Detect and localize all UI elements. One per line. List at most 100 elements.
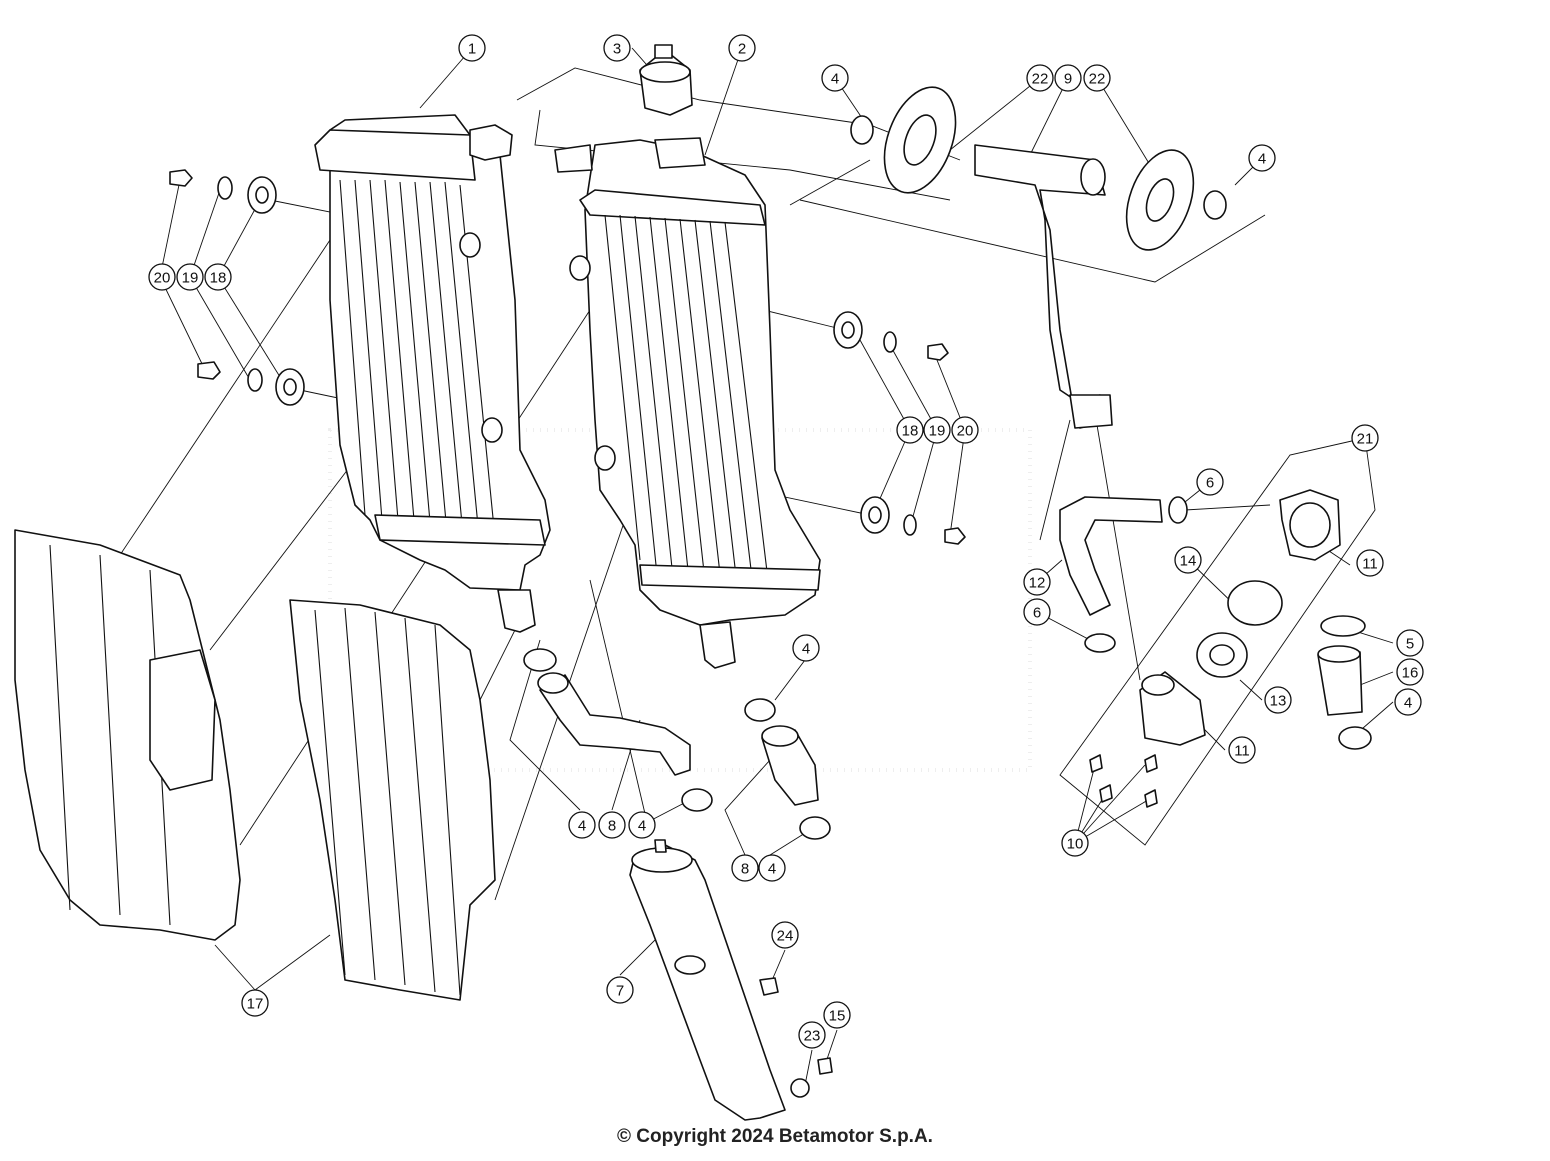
callout-circle	[1264, 686, 1292, 714]
callout-label: 4	[831, 71, 839, 88]
callout-5: 5	[1396, 629, 1424, 657]
callout-15: 15	[823, 1001, 851, 1029]
callout-2: 2	[728, 34, 756, 62]
callout-label: 8	[608, 818, 616, 835]
callout-circle	[1396, 629, 1424, 657]
callout-label: 15	[829, 1008, 846, 1025]
callout-circle	[606, 976, 634, 1004]
callout-20: 20	[951, 416, 979, 444]
callout-label: 11	[1234, 743, 1250, 760]
callout-10: 10	[1061, 829, 1089, 857]
callout-4: 4	[568, 811, 596, 839]
callout-circle	[792, 634, 820, 662]
left-radiator	[314, 114, 551, 633]
callout-label: 18	[902, 423, 919, 440]
callout-18: 18	[896, 416, 924, 444]
callout-circle	[1196, 468, 1224, 496]
callout-circle	[1394, 688, 1422, 716]
hose-clamps	[523, 115, 1372, 840]
callout-4: 4	[1394, 688, 1422, 716]
callout-circle	[823, 1001, 851, 1029]
callout-6: 6	[1196, 468, 1224, 496]
callout-19: 19	[176, 263, 204, 291]
callout-label: 20	[957, 423, 974, 440]
callout-circle	[204, 263, 232, 291]
callout-label: 21	[1357, 431, 1374, 448]
callout-circle	[176, 263, 204, 291]
thermostat-housing-group	[1089, 489, 1366, 808]
callout-circle	[628, 811, 656, 839]
callout-label: 3	[613, 41, 621, 58]
callout-label: 13	[1270, 693, 1287, 710]
callout-4: 4	[1248, 144, 1276, 172]
callout-circle	[241, 989, 269, 1017]
hose-right	[761, 725, 819, 806]
callout-circle	[1174, 546, 1202, 574]
callout-circle	[896, 416, 924, 444]
callout-4: 4	[628, 811, 656, 839]
callout-circle	[821, 64, 849, 92]
right-radiator	[554, 137, 821, 669]
plate-left	[883, 86, 957, 194]
callout-3: 3	[603, 34, 631, 62]
right-radiator-guard	[289, 599, 496, 1001]
callout-19: 19	[923, 416, 951, 444]
callout-22: 22	[1026, 64, 1054, 92]
callout-circle	[798, 1021, 826, 1049]
callout-label: 12	[1029, 575, 1046, 592]
callout-label: 8	[741, 861, 749, 878]
callout-18: 18	[204, 263, 232, 291]
callout-8: 8	[731, 854, 759, 882]
callout-circle	[1061, 829, 1089, 857]
callout-circle	[568, 811, 596, 839]
callout-14: 14	[1174, 546, 1202, 574]
callout-label: 19	[929, 423, 946, 440]
callout-label: 9	[1064, 71, 1072, 88]
callout-label: 4	[802, 641, 810, 658]
left-radiator-guard	[14, 529, 241, 941]
callout-label: 4	[1258, 151, 1266, 168]
bypass-hose	[1059, 496, 1188, 653]
callout-8: 8	[598, 811, 626, 839]
callout-21: 21	[1351, 424, 1379, 452]
callout-13: 13	[1264, 686, 1292, 714]
callout-label: 20	[154, 270, 171, 287]
callout-circle	[598, 811, 626, 839]
callout-12: 12	[1023, 568, 1051, 596]
callout-22: 22	[1083, 64, 1111, 92]
callout-circle	[923, 416, 951, 444]
callout-circle	[1054, 64, 1082, 92]
callout-label: 4	[578, 818, 586, 835]
callout-24: 24	[771, 921, 799, 949]
callout-label: 4	[768, 861, 776, 878]
callout-20: 20	[148, 263, 176, 291]
callout-label: 11	[1362, 556, 1378, 573]
callout-label: 18	[210, 270, 227, 287]
callout-circle	[603, 34, 631, 62]
callout-circle	[731, 854, 759, 882]
callout-circle	[1023, 568, 1051, 596]
plate-right	[1125, 149, 1195, 251]
tank-fasteners	[759, 977, 833, 1098]
hose-left	[537, 672, 691, 776]
callout-label: 23	[804, 1028, 821, 1045]
callout-label: 7	[616, 983, 624, 1000]
mounting-hardware	[169, 169, 966, 545]
callout-label: 4	[638, 818, 646, 835]
callout-23: 23	[798, 1021, 826, 1049]
callout-label: 5	[1406, 636, 1414, 653]
callout-label: 4	[1404, 695, 1412, 712]
callout-circle	[1228, 736, 1256, 764]
callout-4: 4	[758, 854, 786, 882]
callout-circle	[1248, 144, 1276, 172]
callout-9: 9	[1054, 64, 1082, 92]
expansion-tank	[629, 839, 786, 1121]
callout-label: 17	[247, 996, 264, 1013]
callout-17: 17	[241, 989, 269, 1017]
callout-circle	[771, 921, 799, 949]
y-connector-pipe	[974, 144, 1113, 429]
callout-circle	[1356, 549, 1384, 577]
callout-label: 6	[1206, 475, 1214, 492]
